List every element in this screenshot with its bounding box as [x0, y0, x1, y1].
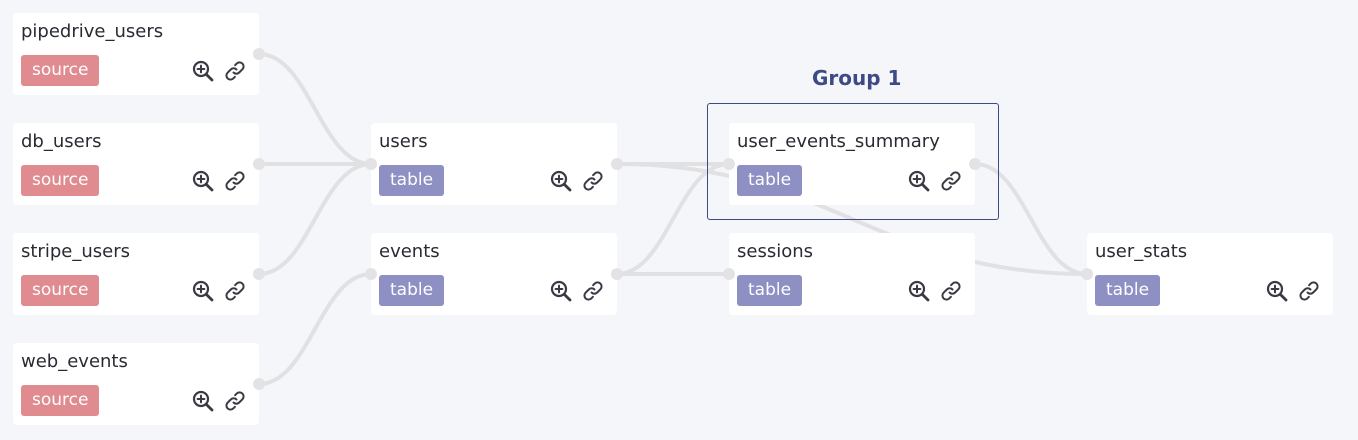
link-icon[interactable] — [223, 59, 247, 83]
link-icon[interactable] — [939, 279, 963, 303]
edge-stripe_users-to-users — [257, 162, 373, 276]
zoom-in-icon[interactable] — [191, 389, 215, 413]
type-badge: table — [379, 165, 445, 196]
node-name: db_users — [21, 131, 102, 152]
link-icon[interactable] — [581, 279, 605, 303]
node-name: user_stats — [1095, 241, 1188, 262]
zoom-in-icon[interactable] — [191, 279, 215, 303]
node-name: events — [379, 241, 440, 262]
type-badge: table — [737, 275, 803, 306]
node-name: stripe_users — [21, 241, 130, 262]
input-handle[interactable] — [1081, 268, 1093, 280]
link-icon[interactable] — [223, 279, 247, 303]
output-handle[interactable] — [611, 158, 623, 170]
input-handle[interactable] — [723, 158, 735, 170]
group-label: Group 1 — [812, 66, 902, 90]
node-pipedrive-users[interactable]: pipedrive_users source — [13, 13, 265, 95]
zoom-in-icon[interactable] — [191, 59, 215, 83]
zoom-in-icon[interactable] — [549, 279, 573, 303]
zoom-in-icon[interactable] — [907, 279, 931, 303]
output-handle[interactable] — [253, 378, 265, 390]
type-badge: source — [21, 165, 100, 196]
type-badge: table — [737, 165, 803, 196]
edge-web_events-to-events — [257, 272, 373, 386]
output-handle[interactable] — [253, 48, 265, 60]
node-web-events[interactable]: web_events source — [13, 343, 265, 425]
node-users[interactable]: users table — [365, 123, 623, 205]
zoom-in-icon[interactable] — [549, 169, 573, 193]
node-name: user_events_summary — [737, 131, 940, 152]
node-db-users[interactable]: db_users source — [13, 123, 265, 205]
type-badge: table — [379, 275, 445, 306]
node-name: web_events — [21, 351, 128, 372]
zoom-in-icon[interactable] — [1265, 279, 1289, 303]
output-handle[interactable] — [969, 158, 981, 170]
group-box[interactable] — [707, 103, 999, 220]
zoom-in-icon[interactable] — [191, 169, 215, 193]
edge-events-to-user_events_summary — [615, 162, 731, 276]
link-icon[interactable] — [223, 389, 247, 413]
edge-user_events_summary-to-user_stats — [973, 162, 1089, 276]
node-user-stats[interactable]: user_stats table — [1081, 233, 1333, 315]
type-badge: source — [21, 55, 100, 86]
zoom-in-icon[interactable] — [907, 169, 931, 193]
link-icon[interactable] — [581, 169, 605, 193]
node-stripe-users[interactable]: stripe_users source — [13, 233, 265, 315]
node-name: sessions — [737, 241, 814, 262]
node-sessions[interactable]: sessions table — [723, 233, 975, 315]
node-user-events-summary[interactable]: user_events_summary table — [723, 123, 981, 205]
node-name: users — [379, 131, 428, 152]
node-events[interactable]: events table — [365, 233, 623, 315]
type-badge: source — [21, 385, 100, 416]
type-badge: source — [21, 275, 100, 306]
link-icon[interactable] — [223, 169, 247, 193]
type-badge: table — [1095, 275, 1161, 306]
output-handle[interactable] — [611, 268, 623, 280]
input-handle[interactable] — [365, 158, 377, 170]
input-handle[interactable] — [365, 268, 377, 280]
output-handle[interactable] — [253, 268, 265, 280]
node-name: pipedrive_users — [21, 21, 164, 42]
edge-pipedrive_users-to-users — [257, 52, 373, 166]
input-handle[interactable] — [723, 268, 735, 280]
link-icon[interactable] — [1297, 279, 1321, 303]
link-icon[interactable] — [939, 169, 963, 193]
output-handle[interactable] — [253, 158, 265, 170]
